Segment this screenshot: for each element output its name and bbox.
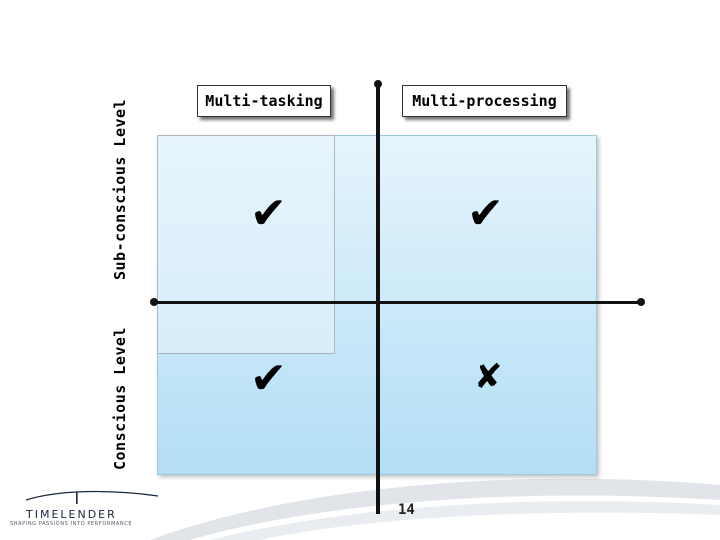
header-multiprocessing: Multi-processing [402,85,567,117]
check-icon: ✔ [250,353,287,404]
check-icon: ✔ [250,188,287,239]
check-icon: ✔ [467,188,504,239]
horizontal-axis [155,301,641,304]
logo-tagline: SHAPING PASSIONS INTO PERFORMANCE [10,521,133,527]
row-label-conscious: Conscious Level [111,327,129,470]
row-label-subconscious: Sub-conscious Level [111,98,129,280]
vertical-axis [376,84,380,514]
cross-icon: ✘ [474,357,503,397]
axis-endpoint-top [374,80,382,88]
logo-icon [25,490,159,504]
page-number: 14 [398,502,415,518]
multitasking-overlay-panel [157,135,335,354]
axis-endpoint-left [150,298,158,306]
logo-name: TIMELENDER [26,508,117,521]
footer-swoosh [150,478,720,540]
axis-endpoint-right [637,298,645,306]
header-multitasking: Multi-tasking [197,85,331,117]
